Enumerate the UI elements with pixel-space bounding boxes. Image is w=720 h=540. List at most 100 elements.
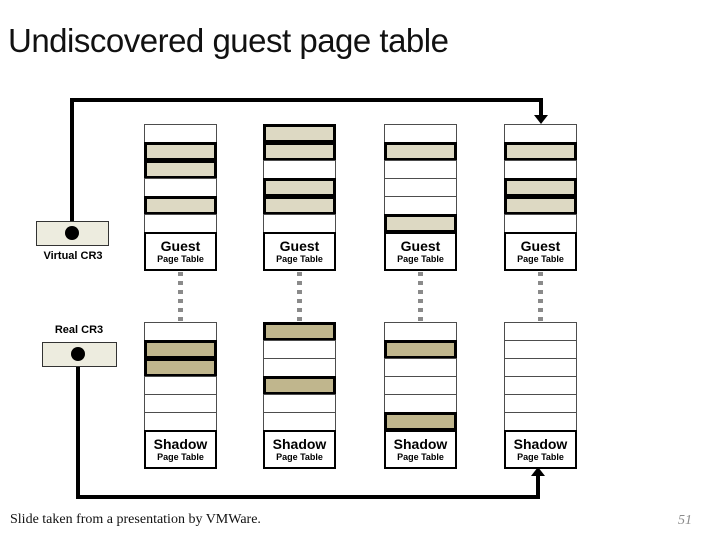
page-table-cell-filled	[144, 196, 217, 215]
page-table-cell-empty	[263, 160, 336, 179]
page-table-cell-empty	[384, 394, 457, 413]
page-table-cell-empty	[504, 394, 577, 413]
arrowhead-up-icon	[531, 467, 545, 476]
page-table-cell-filled	[263, 124, 336, 143]
guest-label-text: Guest	[279, 238, 320, 254]
page-table-cell-filled	[144, 358, 217, 377]
page-table-cell-filled	[144, 340, 217, 359]
page-table-cell-empty	[144, 124, 217, 143]
dashed-connector-3	[418, 272, 423, 322]
shadow-cells-3	[384, 322, 457, 431]
guest-cells-3	[384, 124, 457, 233]
page-table-cell-empty	[384, 196, 457, 215]
page-table-cell-filled	[144, 160, 217, 179]
page-table-cell-empty	[384, 358, 457, 377]
real-cr3-line-horizontal	[76, 495, 540, 499]
page-table-cell-empty	[504, 358, 577, 377]
real-cr3-line-rise	[536, 476, 540, 499]
page-table-cell-filled	[263, 376, 336, 395]
virtual-cr3-dot-icon	[65, 226, 79, 240]
page-table-cell-empty	[263, 340, 336, 359]
page-table-cell-filled	[384, 340, 457, 359]
page-table-label-text: Page Table	[276, 452, 323, 462]
guest-page-table-1: Guest Page Table	[144, 124, 217, 271]
page-table-cell-empty	[263, 358, 336, 377]
guest-page-table-4: Guest Page Table	[504, 124, 577, 271]
guest-cells-4	[504, 124, 577, 233]
shadow-label-text: Shadow	[272, 436, 327, 452]
guest-label-text: Guest	[520, 238, 561, 254]
page-table-cell-empty	[263, 412, 336, 431]
shadow-page-table-label: Shadow Page Table	[144, 430, 217, 469]
page-table-cell-filled	[504, 142, 577, 161]
virtual-cr3-label: Virtual CR3	[43, 250, 103, 262]
shadow-page-table-label: Shadow Page Table	[263, 430, 336, 469]
shadow-page-table-1: Shadow Page Table	[144, 322, 217, 469]
page-table-label-text: Page Table	[276, 254, 323, 264]
page-table-cell-filled	[263, 178, 336, 197]
credit-text: Slide taken from a presentation by VMWar…	[10, 512, 261, 527]
page-table-label-text: Page Table	[517, 452, 564, 462]
page-table-cell-filled	[263, 142, 336, 161]
guest-label-text: Guest	[160, 238, 201, 254]
page-table-cell-empty	[504, 124, 577, 143]
page-table-cell-empty	[504, 214, 577, 233]
page-table-cell-empty	[144, 322, 217, 341]
page-table-cell-filled	[504, 178, 577, 197]
page-table-cell-filled	[263, 196, 336, 215]
guest-cells-2	[263, 124, 336, 233]
virtual-cr3-line-horizontal	[70, 98, 543, 102]
page-table-label-text: Page Table	[157, 254, 204, 264]
page-title: Undiscovered guest page table	[8, 22, 449, 59]
page-table-label-text: Page Table	[397, 254, 444, 264]
arrowhead-down-icon	[534, 115, 548, 124]
page-table-cell-empty	[144, 394, 217, 413]
page-table-cell-empty	[504, 322, 577, 341]
page-table-cell-filled	[504, 196, 577, 215]
shadow-page-table-2: Shadow Page Table	[263, 322, 336, 469]
dashed-connector-2	[297, 272, 302, 322]
page-table-cell-empty	[504, 340, 577, 359]
page-table-cell-filled	[384, 214, 457, 233]
page-table-cell-empty	[384, 322, 457, 341]
shadow-label-text: Shadow	[393, 436, 448, 452]
guest-label-text: Guest	[400, 238, 441, 254]
page-table-cell-filled	[384, 412, 457, 431]
shadow-page-table-4: Shadow Page Table	[504, 322, 577, 469]
real-cr3-dot-icon	[71, 347, 85, 361]
page-table-cell-empty	[504, 412, 577, 431]
shadow-cells-2	[263, 322, 336, 431]
page-table-cell-empty	[144, 376, 217, 395]
shadow-cells-4	[504, 322, 577, 431]
dashed-connector-4	[538, 272, 543, 322]
page-table-cell-empty	[384, 124, 457, 143]
shadow-label-text: Shadow	[153, 436, 208, 452]
shadow-page-table-label: Shadow Page Table	[504, 430, 577, 469]
virtual-cr3-line-vertical	[70, 98, 74, 235]
guest-page-table-3: Guest Page Table	[384, 124, 457, 271]
page-table-cell-empty	[384, 376, 457, 395]
page-table-cell-filled	[384, 142, 457, 161]
page-table-label-text: Page Table	[397, 452, 444, 462]
page-table-cell-empty	[144, 412, 217, 431]
page-table-cell-empty	[144, 214, 217, 233]
page-table-cell-filled	[263, 322, 336, 341]
page-table-cell-empty	[504, 160, 577, 179]
shadow-page-table-label: Shadow Page Table	[384, 430, 457, 469]
dashed-connector-1	[178, 272, 183, 322]
virtual-cr3-line-drop	[539, 98, 543, 116]
page-table-label-text: Page Table	[157, 452, 204, 462]
page-table-cell-filled	[144, 142, 217, 161]
page-table-cell-empty	[504, 376, 577, 395]
page-table-cell-empty	[384, 178, 457, 197]
shadow-page-table-3: Shadow Page Table	[384, 322, 457, 469]
real-cr3-label: Real CR3	[54, 324, 104, 336]
guest-page-table-label: Guest Page Table	[263, 232, 336, 271]
page-table-cell-empty	[144, 178, 217, 197]
guest-cells-1	[144, 124, 217, 233]
real-cr3-line-vertical	[76, 354, 80, 499]
page-table-cell-empty	[384, 160, 457, 179]
guest-page-table-label: Guest Page Table	[504, 232, 577, 271]
guest-page-table-label: Guest Page Table	[384, 232, 457, 271]
